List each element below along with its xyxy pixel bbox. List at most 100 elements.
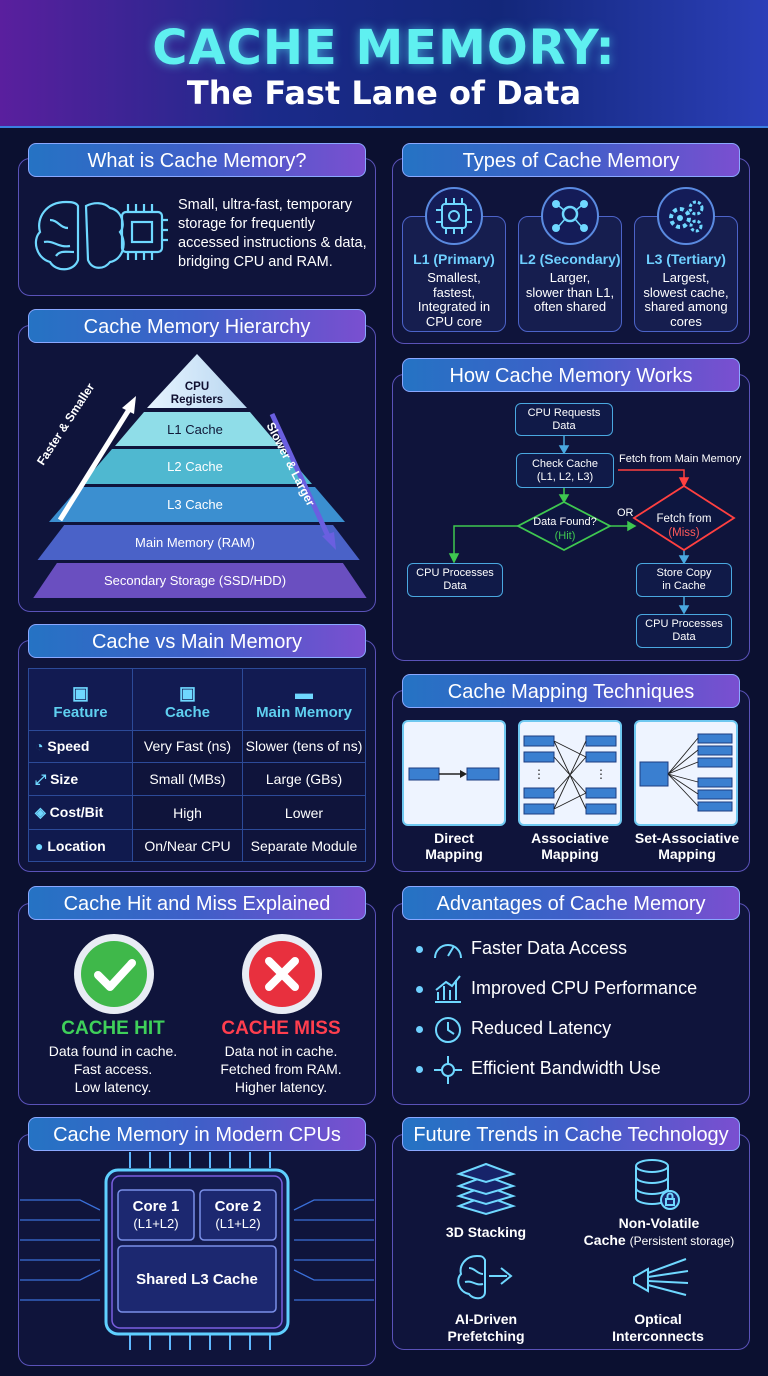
trend-3d-stacking: 3D Stacking [445,1224,527,1240]
level-ram-label: Main Memory (RAM) [135,535,255,550]
pyramid-level-l3 [49,487,345,522]
svg-text:⋮: ⋮ [533,767,545,781]
hierarchy-title: Cache Memory Hierarchy [28,309,366,343]
miss-label: (Miss) [668,527,700,539]
core1-label: Core 1 [132,1198,180,1215]
mapping-title: Cache Mapping Techniques [402,674,740,708]
compare-title: Cache vs Main Memory [28,624,366,658]
level-l3-label: L3 Cache [167,497,223,512]
col-cache: ▣Cache [132,668,243,731]
cache-hit-desc: Data found in cache.Fast access.Low late… [48,1043,178,1095]
pyramid-level-registers [147,354,247,408]
advantage-item: Reduced Latency [471,1018,612,1038]
check-icon [74,934,154,1014]
location-pin-icon: ● [35,837,44,854]
speedometer-icon [434,944,462,959]
resize-icon: ⤢ [35,770,47,787]
types-title: Types of Cache Memory [402,143,740,177]
core2-sub: (L1+L2) [215,1216,261,1231]
advantage-icons [434,944,462,1084]
direct-mapping-diagram [402,720,506,826]
gears-icon [657,187,715,245]
page-subtitle: The Fast Lane of Data [186,74,582,112]
modern-title: Cache Memory in Modern CPUs [28,1117,366,1151]
cache-hit-label: CACHE HIT [61,1018,165,1039]
pyramid-level-l2 [82,449,312,484]
level-l2-label: L2 Cache [167,459,223,474]
works-title: How Cache Memory Works [402,358,740,392]
ai-brain-icon [457,1254,513,1300]
hierarchy-pyramid [33,354,367,598]
flow-check-cache: Check Cache(L1, L2, L3) [516,453,614,488]
price-tag-icon: ◈ [35,804,46,821]
fetch-from-label: Fetch from [656,513,712,525]
chip-icon: ▣ [71,682,89,703]
decision-data-found [516,500,612,552]
shared-l3-block [117,1245,277,1313]
pyramid-level-storage [33,563,367,598]
page-title: CACHE MEMORY: [152,20,616,76]
core1-block [117,1189,195,1241]
chip-icon: ▣ [178,682,196,703]
pyramid-level-l1 [115,412,279,446]
core1-sub: (L1+L2) [133,1216,179,1231]
advantages-panel [392,903,750,1105]
type-l3-name: L3 (Tertiary) [646,251,726,267]
type-l2-desc: Larger,slower than L1,often shared [525,270,615,314]
advantage-item: Improved CPU Performance [471,978,698,998]
svg-text:⋮: ⋮ [595,767,607,781]
clock-icon [435,1017,461,1043]
hitmiss-panel [18,903,376,1105]
what-description: Small, ultra-fast, temporary storage for… [178,197,367,270]
trend-non-volatile: Non-Volatile Cache (Persistent storage) [583,1215,735,1248]
chip-icon [425,187,483,245]
advantage-item: Faster Data Access [471,938,628,958]
pyramid-level-ram [37,525,360,560]
set-associative-mapping-diagram [634,720,738,826]
speedometer-icon: ◔ [35,738,44,755]
bar-chart-icon [435,975,461,1003]
hit-label: (Hit) [554,530,576,542]
network-gears-icon [541,187,599,245]
level-storage-label: Secondary Storage (SSD/HDD) [103,573,287,588]
future-title: Future Trends in Cache Technology [402,1117,740,1151]
core2-block [199,1189,277,1241]
decision-fetch [632,484,736,552]
advantages-title: Advantages of Cache Memory [402,886,740,920]
cache-miss-label: CACHE MISS [221,1018,341,1039]
flowchart-connectors [448,436,736,615]
database-lock-icon [635,1159,680,1210]
cache-miss-desc: Data not in cache.Fetched from RAM.Highe… [220,1043,342,1095]
bandwidth-icon [441,1063,455,1077]
col-feature: ▣Feature [28,668,133,731]
cpu-chip-diagram [20,1152,374,1350]
associative-mapping-diagram: ⋮⋮ [518,720,622,826]
page-header: CACHE MEMORY: The Fast Lane of Data [0,0,768,128]
ram-module-icon: ▬ [295,682,313,703]
stacked-layers-icon [455,1162,517,1216]
type-l2-name: L2 (Secondary) [519,251,621,267]
shared-l3-label: Shared L3 Cache [136,1271,258,1288]
brain-chip-icon [34,200,168,271]
or-label: OR [617,507,634,519]
data-found-label: Data Found? [533,516,597,528]
optical-beams-icon [633,1258,689,1296]
type-l1-name: L1 (Primary) [413,251,495,267]
level-l1-label: L1 Cache [167,422,223,437]
